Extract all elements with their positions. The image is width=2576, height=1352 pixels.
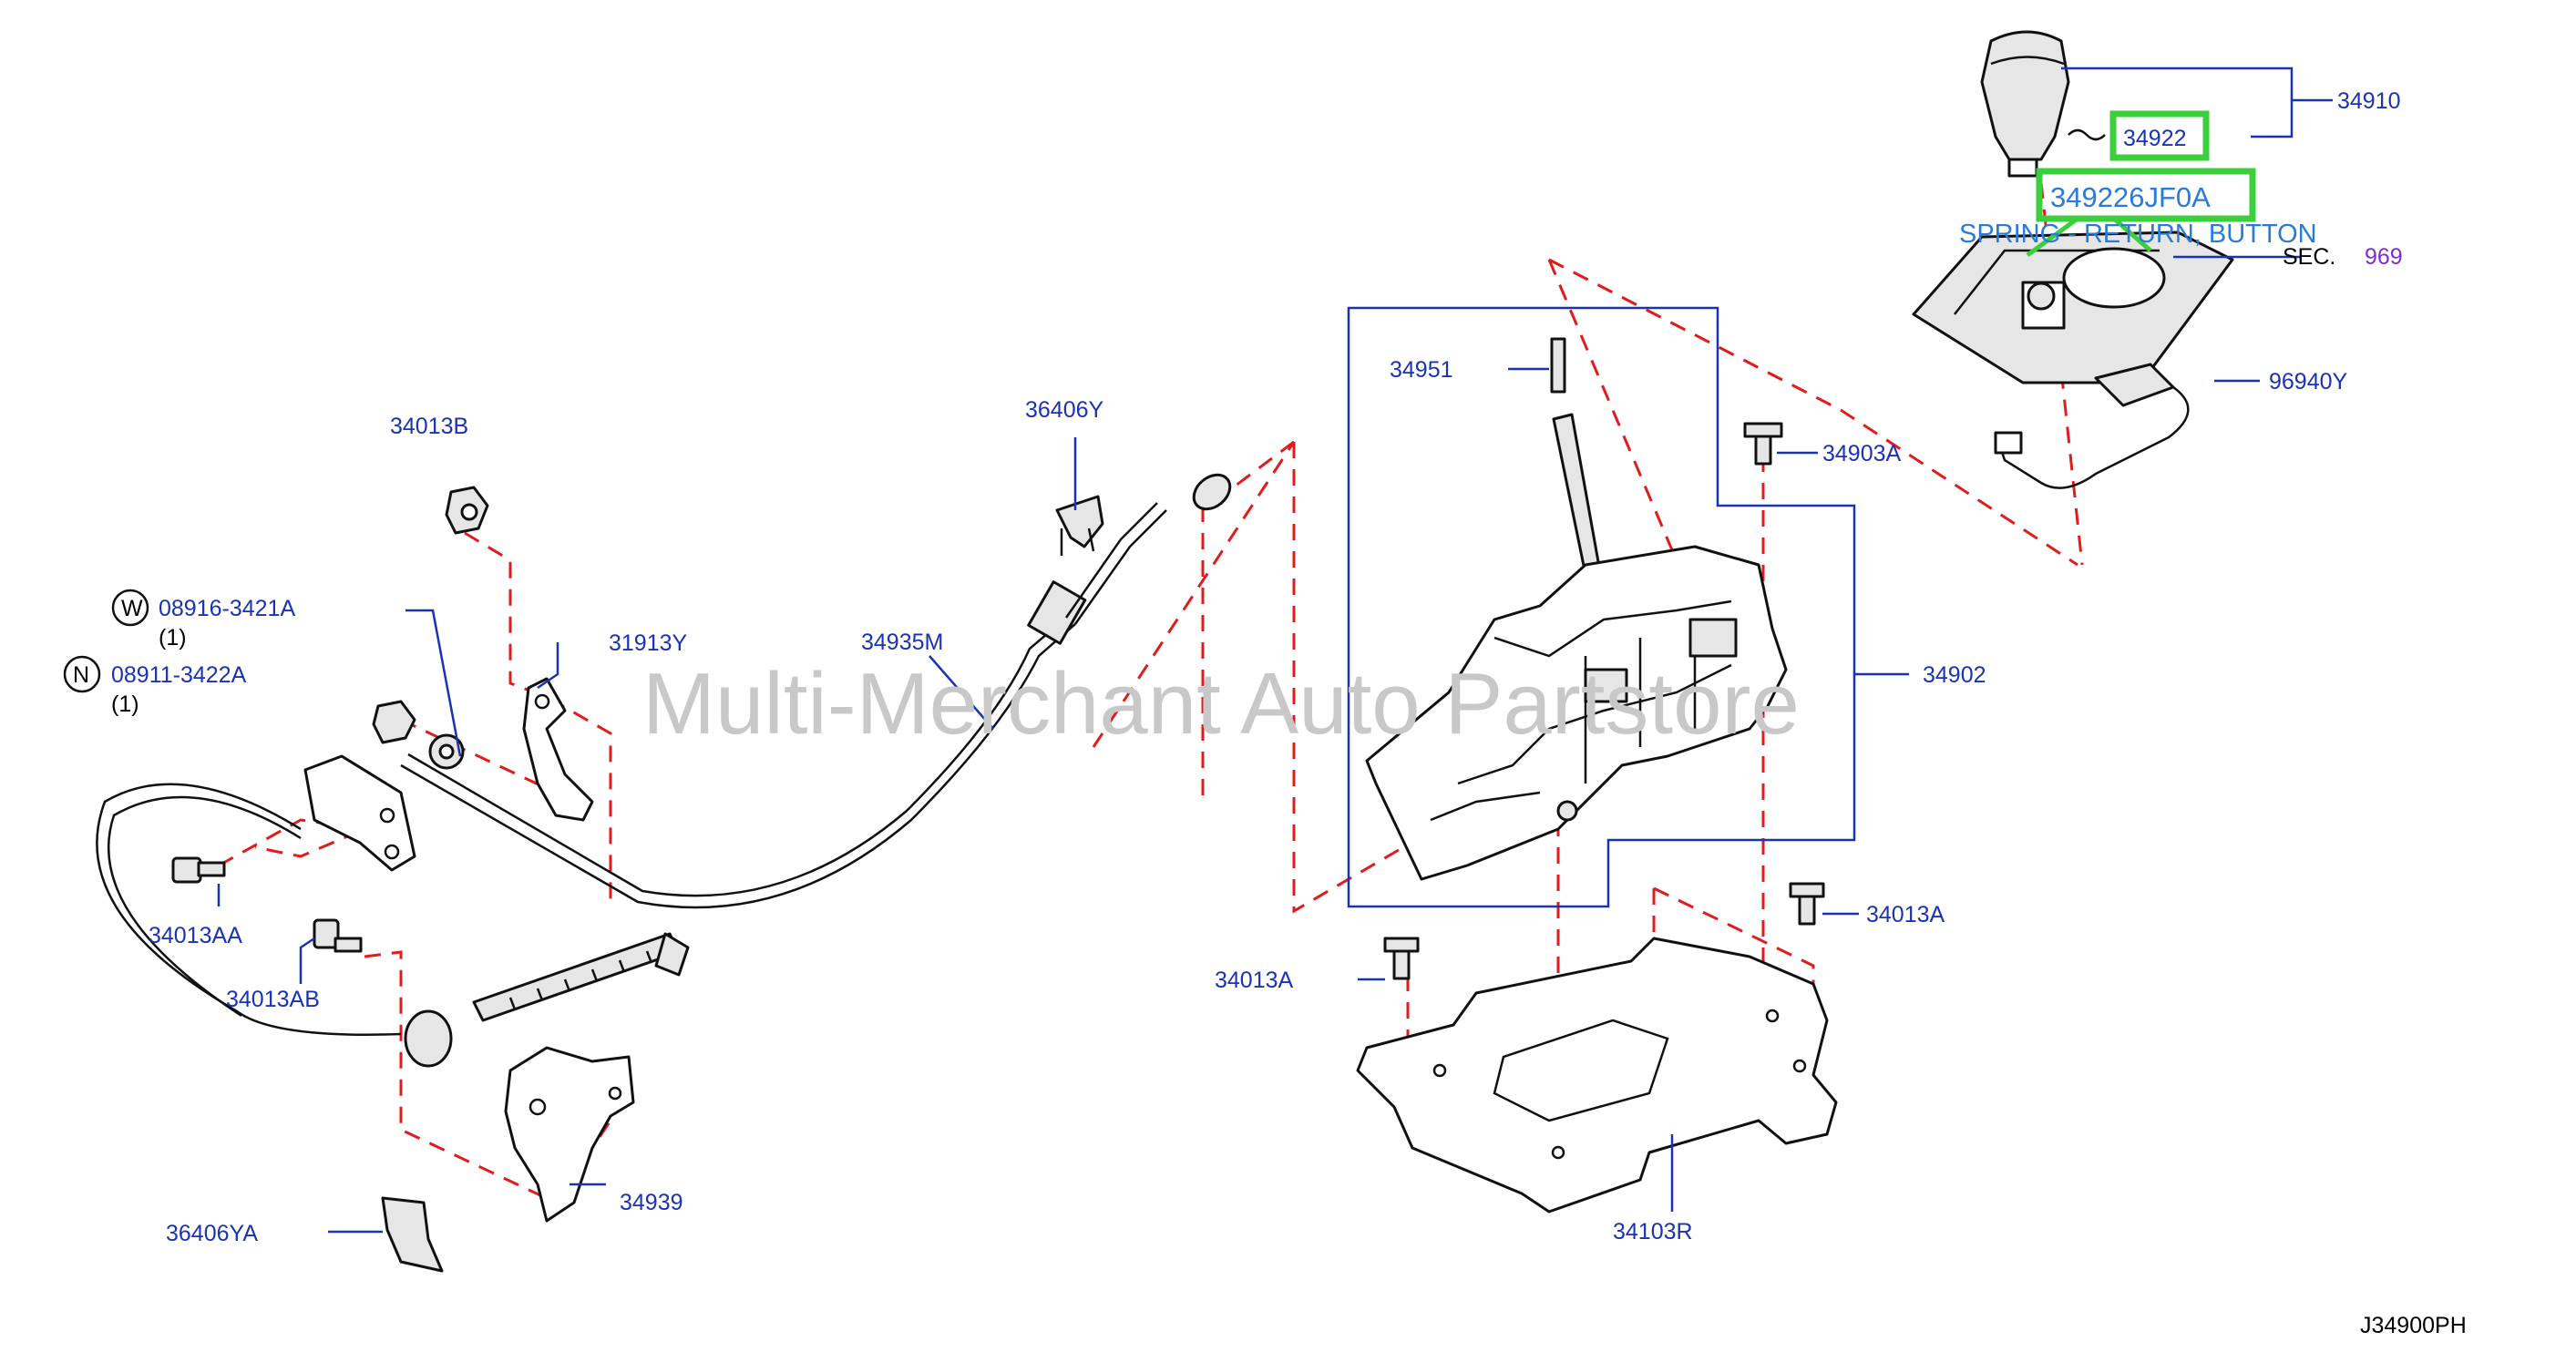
cable-clip-36406YA[interactable] — [381, 1196, 444, 1273]
leader-lines — [217, 67, 2333, 1234]
return-spring-small[interactable] — [2068, 128, 2106, 141]
label-08916-qty: (1) — [159, 625, 187, 650]
label-34939[interactable]: 34939 — [620, 1190, 683, 1215]
label-34013A-left[interactable]: 34013A — [1215, 968, 1294, 993]
label-section-prefix: SEC. — [2283, 244, 2335, 270]
assembly-group-outline — [1347, 306, 1856, 908]
label-section-number[interactable]: 969 — [2365, 244, 2403, 270]
label-36406YA[interactable]: 36406YA — [166, 1221, 258, 1246]
adjuster-rod[interactable] — [404, 932, 690, 1068]
label-349226JF0A[interactable]: 349226JF0A — [2050, 181, 2211, 213]
control-cable[interactable] — [96, 468, 1237, 1036]
lever-31913Y[interactable] — [522, 677, 594, 822]
diagram-code: J34900PH — [2360, 1313, 2467, 1338]
nut-symbol-icon — [63, 655, 101, 693]
label-08911-qty: (1) — [111, 691, 139, 717]
washer-08916[interactable] — [428, 733, 465, 770]
label-34902[interactable]: 34902 — [1923, 662, 1986, 688]
shifter-housing[interactable] — [1365, 413, 1788, 881]
washer-symbol-icon — [111, 589, 149, 627]
bracket-34939[interactable] — [504, 1046, 635, 1223]
label-34103R[interactable]: 34103R — [1613, 1219, 1693, 1244]
label-31913Y[interactable]: 31913Y — [609, 630, 688, 656]
label-34935M[interactable]: 34935M — [861, 630, 943, 655]
label-08911-3422A[interactable]: 08911-3422A — [111, 662, 247, 688]
indicator-harness[interactable] — [1994, 363, 2190, 489]
label-34013B[interactable]: 34013B — [390, 414, 468, 439]
bolt-34013A-left[interactable] — [1383, 937, 1420, 980]
label-34903A[interactable]: 34903A — [1822, 441, 1902, 466]
bolt-34013A-right[interactable] — [1789, 882, 1825, 926]
label-34013AA[interactable]: 34013AA — [149, 923, 242, 948]
label-34922[interactable]: 34922 — [2123, 126, 2187, 151]
label-96940Y[interactable]: 96940Y — [2269, 369, 2348, 394]
mounting-bracket-plate[interactable] — [1356, 937, 1838, 1214]
bolt-34903A[interactable] — [1743, 422, 1783, 466]
nut-34013B[interactable] — [445, 486, 489, 535]
shift-rod-pin[interactable] — [1550, 337, 1566, 394]
highlight-box-full-part-number — [2036, 168, 2256, 222]
label-34013AB[interactable]: 34013AB — [226, 987, 320, 1012]
cable-clip-36406Y[interactable] — [1055, 495, 1104, 556]
nut-08911[interactable] — [372, 700, 416, 744]
bolt-34013AA[interactable] — [171, 856, 226, 884]
label-34013A-right[interactable]: 34013A — [1866, 902, 1945, 927]
shifter-console-cover[interactable] — [1912, 230, 2234, 384]
bolt-34013AB[interactable] — [313, 918, 363, 953]
label-34910[interactable]: 34910 — [2337, 88, 2401, 114]
cable-bracket-plate[interactable] — [303, 754, 416, 872]
washer-symbol-letter: W — [121, 596, 143, 621]
label-part-description: SPRING - RETURN, BUTTON — [1959, 220, 2317, 249]
nut-symbol-letter: N — [73, 662, 89, 688]
label-36406Y[interactable]: 36406Y — [1025, 397, 1104, 423]
label-08916-3421A[interactable]: 08916-3421A — [159, 596, 295, 621]
highlight-pointer — [2026, 216, 2152, 258]
label-34951[interactable]: 34951 — [1390, 357, 1453, 383]
highlight-box-part-number — [2109, 110, 2210, 161]
watermark: Multi-Merchant Auto Partstore — [642, 655, 1800, 753]
shift-knob[interactable] — [1980, 30, 2070, 178]
